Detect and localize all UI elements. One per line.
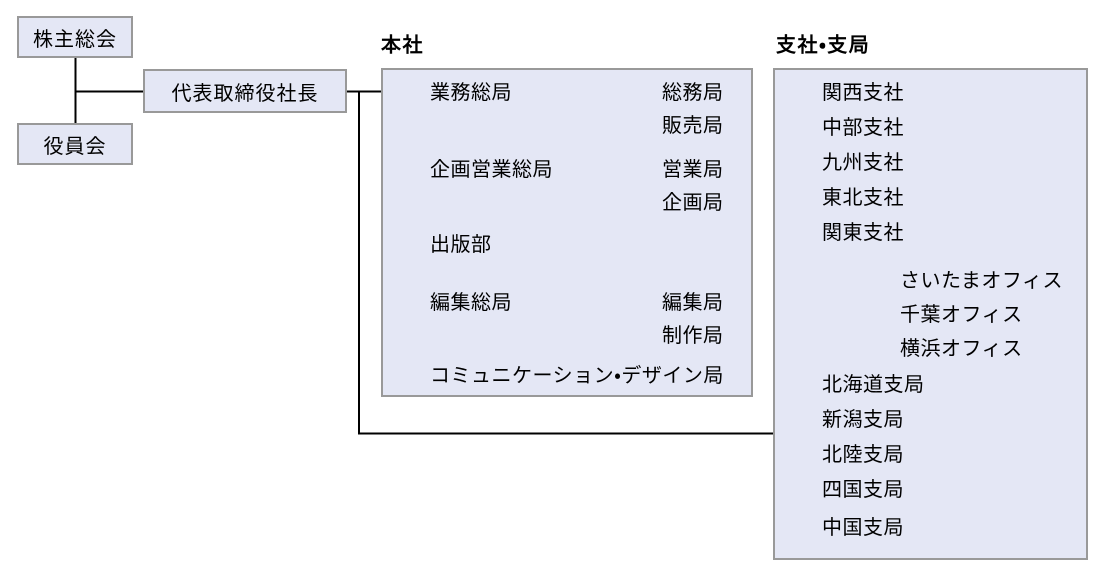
office-saitama: さいたまオフィス xyxy=(900,270,1063,292)
branch-hokkaido: 北海道支局 xyxy=(822,374,925,396)
branch-tohoku: 東北支社 xyxy=(822,187,904,209)
bureau-hanbai: 販売局 xyxy=(662,114,724,137)
branch-hokuriku: 北陸支局 xyxy=(822,444,904,466)
bureau-henshu: 編集局 xyxy=(662,292,724,314)
head-office-title: 本社 xyxy=(381,34,424,57)
office-yokohama: 横浜オフィス xyxy=(900,337,1023,360)
branch-offices-panel xyxy=(773,68,1088,560)
division-gyomu: 業務総局 xyxy=(430,81,512,104)
office-chiba: 千葉オフィス xyxy=(900,304,1023,326)
branch-kansai: 関西支社 xyxy=(822,82,904,104)
division-henshu: 編集総局 xyxy=(430,292,512,314)
division-shuppan: 出版部 xyxy=(430,234,492,256)
bureau-kikaku: 企画局 xyxy=(662,192,724,214)
head-office-panel xyxy=(381,68,753,397)
bureau-eigyo: 営業局 xyxy=(662,159,724,181)
shareholders-meeting-box: 株主総会 xyxy=(17,16,133,58)
branch-kyushu: 九州支社 xyxy=(822,152,904,174)
branch-offices-title: 支社・支局 xyxy=(776,34,871,57)
bureau-somu: 総務局 xyxy=(662,81,724,104)
division-kikaku-eigyo: 企画営業総局 xyxy=(430,159,553,181)
branch-shikoku: 四国支局 xyxy=(822,479,904,501)
branch-chubu: 中部支社 xyxy=(822,117,904,139)
branch-chugoku: 中国支局 xyxy=(822,516,904,539)
president-box: 代表取締役社長 xyxy=(143,69,347,113)
branch-kanto: 関東支社 xyxy=(822,222,904,244)
board-of-directors-box: 役員会 xyxy=(17,123,133,165)
branch-niigata: 新潟支局 xyxy=(822,409,904,431)
division-communication-design: コミュニケーション・デザイン局 xyxy=(430,364,724,387)
bureau-seisaku: 制作局 xyxy=(662,324,724,347)
